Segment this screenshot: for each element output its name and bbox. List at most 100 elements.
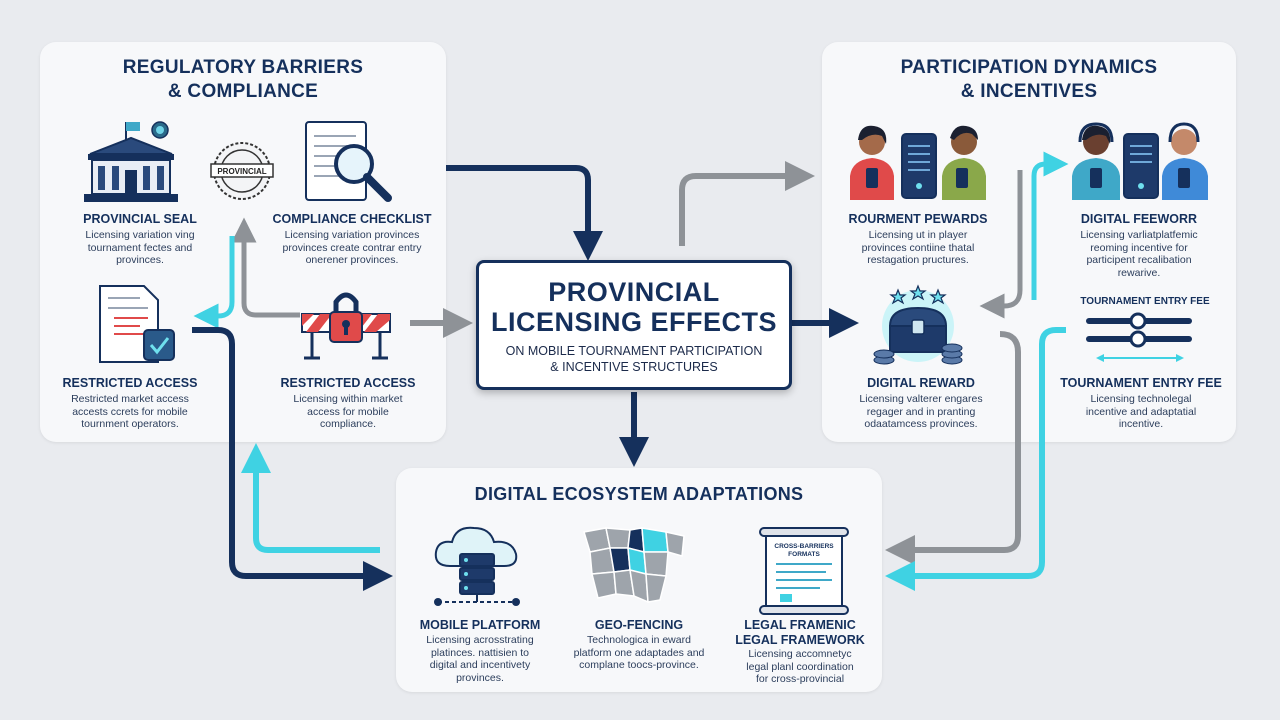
- legal-scroll-icon: CROSS-BARRIERS FORMATS: [759, 527, 849, 615]
- legal-title-line1: LEGAL FRAMENIC: [744, 618, 856, 632]
- desc-line: onerener provinces.: [305, 254, 399, 266]
- desc-line: regager and in pranting: [866, 405, 976, 418]
- desc-line: platform one adaptades and: [573, 646, 705, 659]
- desc-line: complane toocs-province.: [579, 659, 699, 671]
- legal-framework-title: LEGAL FRAMENIC LEGAL FRAMEWORK: [722, 618, 878, 648]
- desc-line: provinces.: [116, 254, 164, 266]
- central-subtitle-line2: & INCENTIVE STRUCTURES: [550, 360, 718, 374]
- desc-line: legal planl coordination: [746, 660, 854, 673]
- desc-line: Licensing ut in player: [868, 229, 968, 241]
- desc-line: for cross-provincial: [755, 673, 845, 685]
- geo-fencing-title: GEO-FENCING: [594, 618, 684, 632]
- desc-line: participent recalibation: [1086, 254, 1192, 266]
- digital-reward-desc: Licensing valterer engares regager and i…: [836, 393, 1006, 431]
- provincial-seal-stamp-icon: PROVINCIAL: [210, 142, 274, 200]
- desc-line: provinces create contrar entry: [282, 241, 422, 254]
- desc-line: restagation pructures.: [867, 254, 969, 266]
- ecosystem-panel-title: DIGITAL ECOSYSTEM ADAPTATIONS: [474, 484, 804, 504]
- desc-line: access for mobile: [307, 405, 389, 418]
- treasure-chest-icon: [873, 284, 963, 365]
- digital-framework-title: DIGITAL FEEWORR: [1080, 212, 1198, 226]
- central-topic-box: PROVINCIAL LICENSING EFFECTS ON MOBILE T…: [476, 260, 792, 390]
- gamers-headset-icon: [1072, 122, 1208, 200]
- arrow-left-to-bottom-navy: [192, 327, 393, 591]
- desc-line: odaatamcess provinces.: [864, 418, 978, 430]
- slider-control-icon: [1086, 312, 1192, 362]
- desc-line: Licensing technolegal: [1090, 393, 1192, 405]
- scroll-text-line1: CROSS-BARRIERS: [774, 543, 834, 550]
- desc-line: provinces contiine thatal: [861, 241, 975, 254]
- tournament-rewards-title: ROURMENT PEWARDS: [848, 212, 988, 226]
- participation-title-line1: PARTICIPATION DYNAMICS: [900, 57, 1158, 78]
- legal-title-line2: LEGAL FRAMEWORK: [735, 633, 865, 647]
- central-title-line1: PROVINCIAL: [548, 277, 720, 307]
- arrow-right-cyan-loop: [1031, 151, 1069, 300]
- central-title-line2: LICENSING EFFECTS: [490, 307, 777, 337]
- desc-line: platinces. nattisien to: [430, 646, 530, 659]
- government-building-icon: [84, 121, 178, 202]
- desc-line: Licensing variation provinces: [284, 229, 420, 241]
- compliance-checklist-title: COMPLIANCE CHECKLIST: [272, 212, 432, 226]
- desc-line: tournment operators.: [81, 418, 179, 430]
- arrow-left-cyan-loop: [193, 236, 235, 329]
- magnifier-document-icon: [305, 121, 392, 202]
- digital-framework-desc: Licensing varliatplatfemic reoming incen…: [1056, 229, 1222, 279]
- seal-text: PROVINCIAL: [217, 167, 266, 176]
- desc-line: Restricted market access: [71, 393, 189, 405]
- central-subtitle-line1: ON MOBILE TOURNAMENT PARTICIPATION: [505, 344, 763, 358]
- compliance-checklist-desc: Licensing variation provinces provinces …: [262, 229, 442, 267]
- arrow-left-to-center: [446, 165, 603, 261]
- participation-panel: [822, 42, 1236, 442]
- desc-line: tournament fectes and: [87, 241, 193, 254]
- restricted-access-desc-1: Restricted market access accests ccrets …: [50, 393, 210, 431]
- arrow-right-to-bottom-cyan: [885, 327, 1066, 591]
- tournament-entry-fee-desc: Licensing technolegal incentive and adap…: [1054, 393, 1228, 431]
- desc-line: Licensing within market: [293, 393, 403, 405]
- participation-panel-title: PARTICIPATION DYNAMICS & INCENTIVES: [822, 56, 1236, 104]
- regulatory-title-line1: REGULATORY BARRIERS: [122, 57, 364, 78]
- desc-line: digital and incentivety: [429, 659, 531, 671]
- provincial-seal-title: PROVINCIAL SEAL: [83, 212, 197, 226]
- desc-line: Licensing valterer engares: [859, 393, 983, 405]
- checklist-document-icon: [99, 285, 175, 363]
- scroll-text-line2: FORMATS: [788, 551, 820, 558]
- legal-framework-desc: Licensing accomnetyc legal planl coordin…: [722, 648, 878, 686]
- desc-line: Licensing accomnetyc: [748, 648, 852, 660]
- digital-reward-title: DIGITAL REWARD: [867, 376, 975, 390]
- central-title: PROVINCIAL LICENSING EFFECTS: [479, 277, 789, 337]
- regulatory-panel-title: REGULATORY BARRIERS & COMPLIANCE: [40, 56, 446, 104]
- mobile-platform-desc: Licensing acrosstrating platinces. natti…: [400, 634, 560, 684]
- regulatory-title-line2: & COMPLIANCE: [167, 81, 319, 102]
- restricted-access-title-1: RESTRICTED ACCESS: [62, 376, 198, 390]
- arrow-bottom-to-left-cyan: [241, 443, 380, 553]
- cloud-server-icon: [434, 526, 520, 606]
- province-map-icon: [583, 527, 685, 604]
- central-subtitle: ON MOBILE TOURNAMENT PARTICIPATION & INC…: [479, 343, 789, 375]
- desc-line: Licensing acrosstrating: [426, 634, 534, 646]
- players-server-icon: [850, 125, 986, 200]
- desc-line: Licensing varliatplatfemic: [1080, 229, 1198, 241]
- arrow-left-gray-loop: [231, 217, 300, 318]
- mobile-platform-title: MOBILE PLATFORM: [419, 618, 541, 632]
- restricted-access-title-2: RESTRICTED ACCESS: [280, 376, 416, 390]
- desc-line: Technologica in eward: [587, 634, 691, 646]
- tournament-entry-fee-title: TOURNAMENT ENTRY FEE: [1060, 376, 1222, 390]
- slider-label: TOURNAMENT ENTRY FEE: [1080, 296, 1210, 307]
- tournament-rewards-desc: Licensing ut in player provinces contiin…: [838, 229, 998, 267]
- arrow-center-to-right: [679, 161, 815, 246]
- participation-title-line2: & INCENTIVES: [960, 81, 1098, 102]
- arrow-right-to-bottom-gray: [885, 331, 1021, 565]
- desc-line: Licensing variation ving: [85, 229, 195, 241]
- desc-line: compliance.: [319, 418, 377, 430]
- desc-line: provinces.: [456, 671, 504, 684]
- desc-line: rewarive.: [1117, 266, 1161, 279]
- padlock-barrier-icon: [301, 292, 391, 360]
- provincial-seal-desc: Licensing variation ving tournament fect…: [60, 229, 220, 267]
- desc-line: accests ccrets for mobile: [72, 405, 188, 418]
- restricted-access-desc-2: Licensing within market access for mobil…: [266, 393, 430, 431]
- desc-line: incentive.: [1118, 418, 1164, 430]
- geo-fencing-desc: Technologica in eward platform one adapt…: [556, 634, 722, 672]
- desc-line: incentive and adaptatial: [1085, 405, 1197, 418]
- arrow-right-gray-loop: [979, 170, 1023, 319]
